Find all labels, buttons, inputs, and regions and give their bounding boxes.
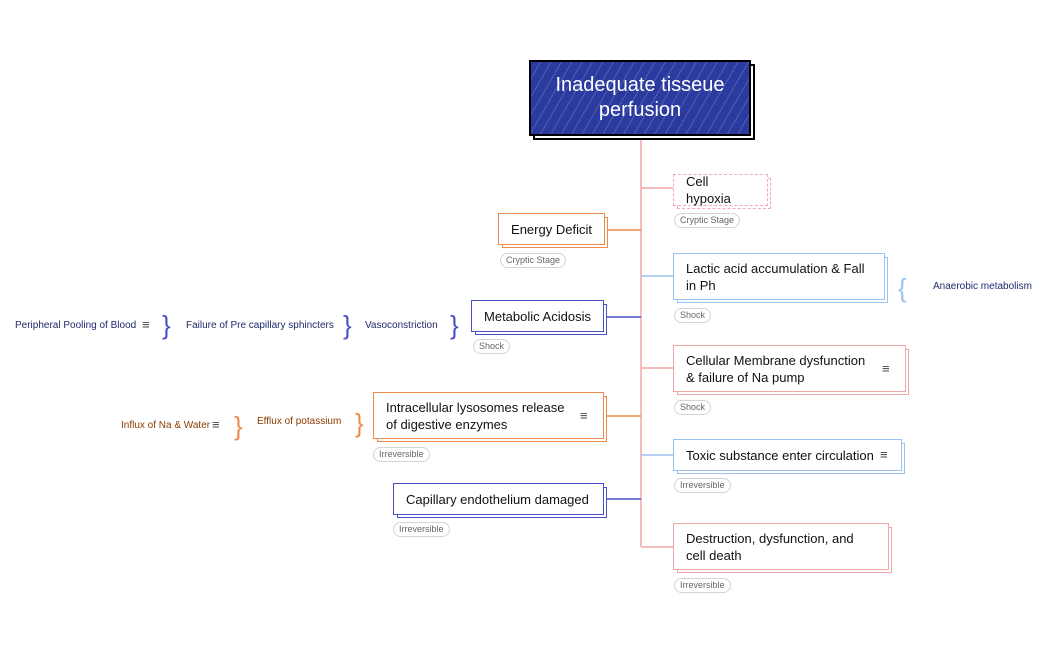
brace-sodium: }	[234, 411, 243, 441]
tag-destruction: Irreversible	[674, 578, 731, 593]
node-label: Destruction, dysfunction, and cell death	[686, 530, 854, 563]
tag-lysosomes: Irreversible	[373, 447, 430, 462]
tag-capillary-endothelium: Irreversible	[393, 522, 450, 537]
label-efflux-potassium: Efflux of potassium	[257, 416, 342, 427]
brace-pooling: }	[162, 310, 171, 340]
node-energy-deficit[interactable]: Energy Deficit	[498, 213, 608, 248]
tag-toxic-substance: Irreversible	[674, 478, 731, 493]
label-influx-sodium: Influx of Na & Water	[121, 420, 211, 431]
brace-potassium: }	[355, 408, 364, 438]
node-label: Capillary endothelium damaged	[406, 491, 589, 507]
notes-icon[interactable]: ≡	[580, 408, 588, 423]
label-peripheral-pooling: Peripheral Pooling of Blood	[15, 320, 137, 331]
brace-vasoconstriction: }	[450, 310, 459, 340]
node-label: Lactic acid accumulation & Fall in Ph	[686, 260, 865, 293]
node-cell-hypoxia[interactable]: Cell hypoxia	[673, 174, 771, 209]
node-destruction[interactable]: Destruction, dysfunction, and cell death	[673, 523, 892, 573]
tag-membrane-dysfunction: Shock	[674, 400, 712, 415]
brace-anaerobic: {	[898, 273, 907, 303]
notes-icon[interactable]: ≡	[880, 447, 888, 462]
node-metabolic-acidosis[interactable]: Metabolic Acidosis	[471, 300, 607, 335]
brace-sphincters: }	[343, 310, 352, 340]
tag-energy-deficit: Cryptic Stage	[500, 253, 567, 268]
label-pre-capillary-sphincters: Failure of Pre capillary sphincters	[186, 320, 334, 331]
root-label: Inadequate tisseue perfusion	[555, 74, 725, 121]
tag-metabolic-acidosis: Shock	[473, 339, 511, 354]
notes-icon[interactable]: ≡	[882, 361, 890, 376]
node-label: Energy Deficit	[511, 221, 592, 237]
node-label: Intracellular lysosomes release of diges…	[386, 399, 565, 432]
node-lactic-acid[interactable]: Lactic acid accumulation & Fall in Ph	[673, 253, 888, 303]
root-node[interactable]: Inadequate tisseue perfusion	[529, 60, 751, 136]
node-membrane-dysfunction[interactable]: Cellular Membrane dysfunction & failure …	[673, 345, 909, 395]
node-label: Metabolic Acidosis	[484, 308, 591, 324]
node-toxic-substance[interactable]: Toxic substance enter circulation ≡	[673, 439, 905, 474]
notes-icon[interactable]: ≡	[212, 417, 220, 432]
node-lysosomes[interactable]: Intracellular lysosomes release of diges…	[373, 392, 607, 442]
tag-lactic-acid: Shock	[674, 308, 712, 323]
root-hatch-pattern	[531, 62, 749, 134]
node-label: Cellular Membrane dysfunction & failure …	[686, 352, 866, 385]
label-anaerobic-metabolism: Anaerobic metabolism	[933, 281, 1032, 292]
tag-cell-hypoxia: Cryptic Stage	[674, 213, 741, 228]
label-vasoconstriction: Vasoconstriction	[365, 320, 438, 331]
node-capillary-endothelium[interactable]: Capillary endothelium damaged	[393, 483, 607, 518]
node-label: Cell hypoxia	[686, 174, 731, 206]
node-label: Toxic substance enter circulation	[686, 447, 874, 463]
notes-icon[interactable]: ≡	[142, 317, 150, 332]
